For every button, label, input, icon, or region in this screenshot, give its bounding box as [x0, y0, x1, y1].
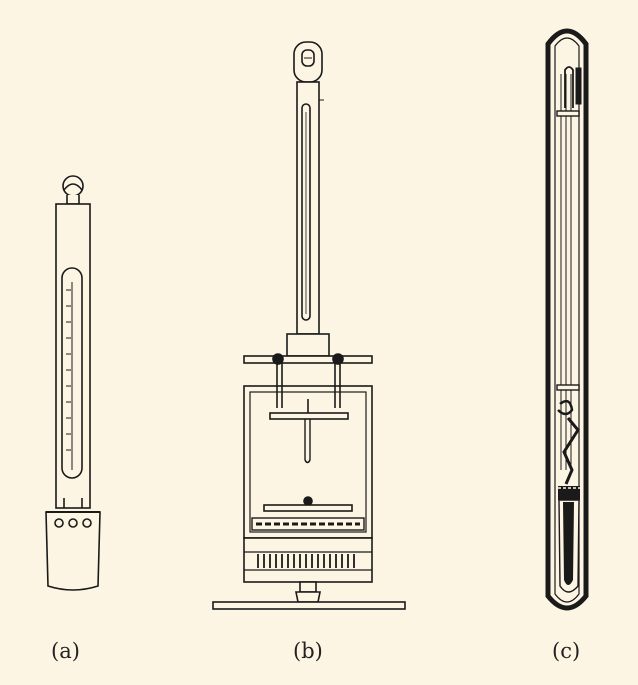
max-min-thermometer-tube-icon [545, 28, 589, 611]
panel-label-a: (a) [51, 639, 80, 663]
panel-label-c: (c) [552, 639, 581, 663]
mounted-thermometer-apparatus-icon [212, 41, 406, 610]
panel-label-b: (b) [293, 639, 323, 663]
thermometer-icon [45, 175, 101, 591]
